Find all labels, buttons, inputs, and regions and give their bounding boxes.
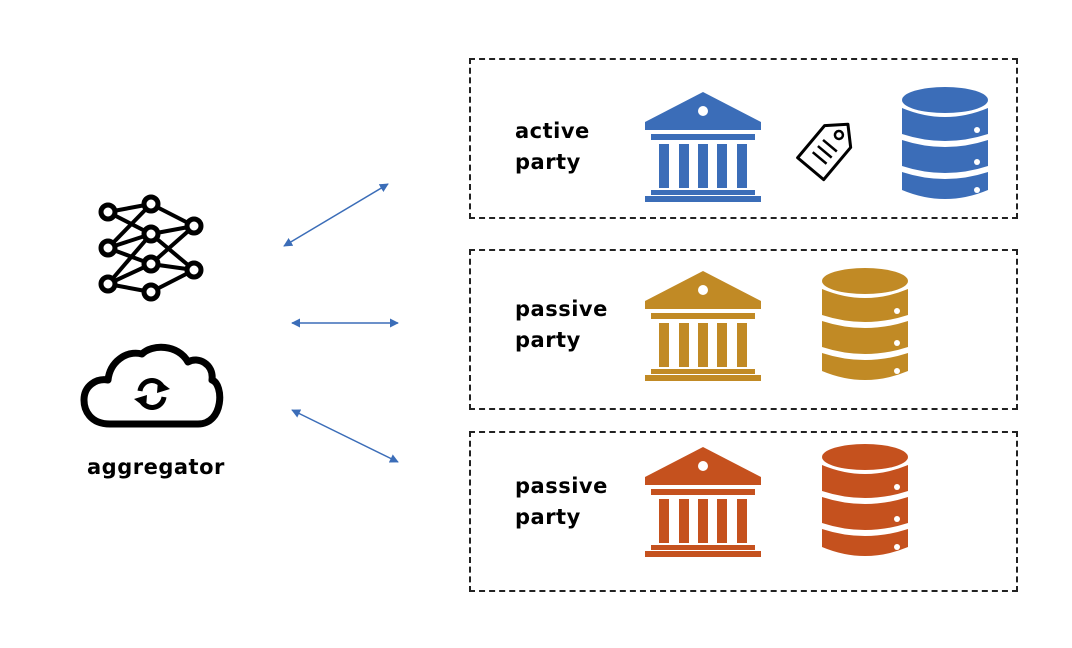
database-icon	[822, 444, 908, 556]
arrow-to-active-party	[283, 183, 389, 247]
arrow-to-passive-party-2	[291, 409, 399, 463]
bank-icon	[645, 447, 761, 557]
neural-network-icon	[98, 194, 204, 302]
bank-icon	[645, 271, 761, 381]
bank-icon	[645, 92, 761, 202]
active-party-box: active party	[469, 58, 1018, 219]
tag-icon	[796, 122, 853, 182]
passive-party-box-2: passive party	[469, 431, 1018, 592]
party-role-label: passive party	[515, 474, 608, 529]
passive-party-box-1: passive party	[469, 249, 1018, 410]
cloud-sync-icon	[80, 343, 224, 428]
party-role-label: passive party	[515, 297, 608, 352]
database-icon	[822, 268, 908, 380]
database-icon	[902, 87, 988, 199]
party-role-label: active party	[515, 119, 590, 174]
aggregator-label: aggregator	[87, 455, 225, 479]
